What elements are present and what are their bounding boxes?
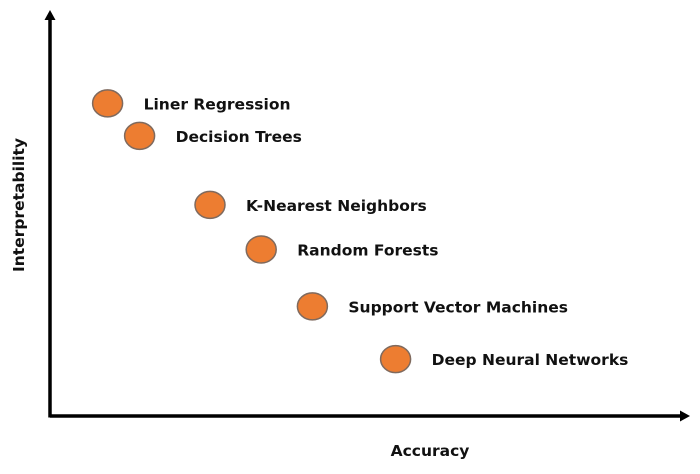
data-label-2: Decision Trees <box>176 128 302 146</box>
data-point-4 <box>245 235 277 264</box>
y-axis <box>44 10 56 418</box>
data-point-2 <box>123 121 156 151</box>
x-axis-arrow-icon <box>680 410 690 422</box>
y-axis-arrow-icon <box>44 10 56 20</box>
data-label-5: Support Vector Machines <box>348 298 568 316</box>
x-axis-label: Accuracy <box>391 442 470 460</box>
data-point-6 <box>379 344 412 374</box>
data-point-5 <box>296 292 329 321</box>
x-axis <box>50 410 690 422</box>
data-label-4: Random Forests <box>297 242 438 260</box>
y-axis-label: Interpretability <box>10 138 28 272</box>
data-point-1 <box>91 89 124 118</box>
data-label-1: Liner Regression <box>144 95 291 113</box>
data-point-3 <box>194 190 226 220</box>
data-label-6: Deep Neural Networks <box>432 351 629 369</box>
data-label-3: K-Nearest Neighbors <box>246 197 427 215</box>
